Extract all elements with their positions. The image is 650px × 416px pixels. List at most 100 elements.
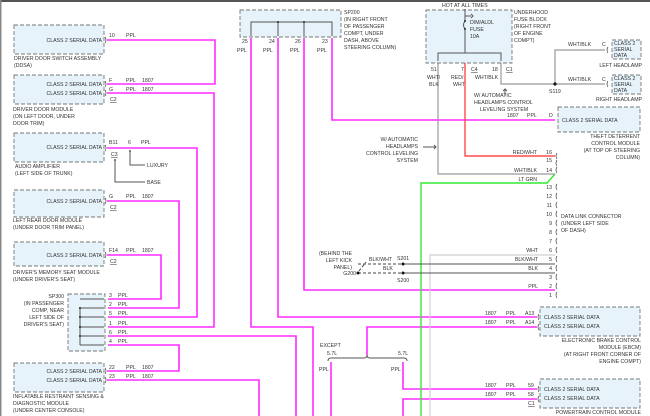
pin-label: B11: [109, 140, 118, 146]
wire-color-label: PPL: [141, 140, 151, 146]
module-ebcm: CLASS 2 SERIAL DATA CLASS 2 SERIAL DATA …: [485, 306, 641, 365]
fuse-block-caption: COMPT): [514, 38, 535, 44]
wire-color-label: WHT: [453, 82, 466, 88]
splice-s119: [553, 82, 557, 86]
pin-label: A13: [525, 311, 534, 317]
ground-link: [358, 261, 367, 272]
pin-label: 8: [549, 230, 552, 236]
signal-label: CLASS 2 SERIAL DATA: [544, 324, 600, 330]
wire-color-label: PPL: [118, 321, 128, 327]
wire-color-label: PPL: [126, 365, 136, 371]
option-label: W/ AUTOMATIC: [474, 93, 512, 99]
wire-color-label: WHT: [526, 248, 539, 254]
option-label: SYSTEM: [397, 158, 418, 164]
pin-label: 24: [269, 39, 275, 45]
pin-label: 5: [109, 311, 112, 317]
pin-label: 51: [431, 67, 437, 73]
pin-label: 18: [492, 67, 498, 73]
pin-label: C: [602, 42, 606, 48]
wire-color-label: WHT/BLK: [475, 75, 499, 81]
splice-pack-sp300: 3 2 5 1 6 4 PPL PPL PPL PPL PPL PPL SP30…: [24, 293, 128, 352]
circuit-label: 1807: [142, 78, 154, 84]
wire-sp200-24-ebcm: [277, 38, 537, 318]
frame-left: [0, 0, 2, 416]
pin-label: 3: [549, 275, 552, 281]
pin-label: 5: [549, 257, 552, 263]
connector-label: C4: [471, 67, 478, 73]
module-caption: INFLATABLE RESTRAINT SENSING &: [13, 394, 104, 400]
pin-label: 7: [549, 239, 552, 245]
arrow-up-icon: [502, 88, 508, 96]
ground-icon: [356, 271, 360, 275]
pin-label: 22: [109, 365, 115, 371]
signal-label: CLASS 2 SERIAL DATA: [46, 253, 102, 259]
signal-label: CLASS 2 SERIAL DATA: [544, 396, 600, 402]
module-caption: (ON LEFT DOOR, UNDER: [13, 114, 75, 120]
wire-color-label: WHT/: [427, 75, 441, 81]
wire-lt-grn: [420, 173, 556, 416]
splice-caption: COMPT, UNDER: [344, 31, 384, 37]
wire-color-label: PPL: [126, 374, 136, 380]
module-caption: CONTROL MODULE: [591, 141, 640, 147]
pin-label: 2: [549, 284, 552, 290]
fuse-label: DIM/ALDL: [470, 20, 494, 26]
connector-ticks: [104, 36, 107, 384]
engine-label: 5.7L: [327, 351, 337, 357]
pin-label: 1: [109, 321, 112, 327]
module-driver-door: CLASS 2 SERIAL DATA CLASS 2 SERIAL DATA …: [13, 74, 154, 127]
wire-color-label: PPL: [319, 367, 329, 373]
wire-color-label: PPL: [317, 48, 327, 54]
signal-label: DATA: [614, 53, 628, 59]
pin-label: 14: [546, 168, 552, 174]
circuit-label: 1807: [507, 113, 519, 119]
ground-caption: (BEHIND THE: [319, 251, 353, 257]
splice-caption: DASH, ABOVE: [344, 38, 379, 44]
headlamps: S119 WHT/BLK C WHT/BLK C CLASS 2 SERIAL …: [474, 39, 643, 113]
pin-label: 9: [549, 221, 552, 227]
ground-caption: PANEL): [334, 265, 353, 271]
splice-caption: LEFT SIDE OF: [29, 315, 64, 321]
wire-color-label: PPL: [391, 367, 401, 373]
wire-color-label: PPL: [126, 87, 136, 93]
module-caption: LEFT REAR DOOR MODULE: [13, 218, 83, 224]
splice-caption: (IN RIGHT FRONT: [344, 17, 389, 23]
circuit-label: 1807: [142, 374, 154, 380]
signal-label: CLASS 2 SERIAL DATA: [562, 118, 618, 124]
except-label: EXCEPT: [320, 343, 342, 349]
circuit-label: 1807: [485, 311, 497, 317]
pin-label: 4: [549, 266, 552, 272]
wire-color-label: BLK/WHT: [515, 257, 539, 263]
connector-label: C3: [111, 152, 118, 158]
module-caption: DOOR TRIM): [13, 121, 45, 127]
module-caption: (AT RIGHT FRONT CORNER OF: [564, 352, 641, 358]
circuit-label: 1807: [142, 365, 154, 371]
module-caption: (UNDER DRIVER'S SEAT): [13, 277, 75, 283]
module-caption: (UNDER DOOR TRIM PANEL): [13, 225, 84, 231]
splice-caption: DRIVER'S SEAT): [24, 322, 65, 328]
fuse-block-caption: OF ENGINE: [514, 31, 543, 37]
module-audio-amplifier: CLASS 2 SERIAL DATA B11 6 PPL C3 LUXURY …: [13, 132, 168, 186]
pin-label: 15: [546, 158, 552, 164]
circuit-label: 1807: [142, 194, 154, 200]
wire-lrdm-sp300-2: [107, 200, 180, 309]
module-caption: (UNDER CENTER CONSOLE): [13, 408, 85, 414]
wire-color-label: PPL: [126, 248, 136, 254]
circuit-label: 1807: [485, 383, 497, 389]
engine-label: 5.7L: [398, 351, 408, 357]
wire-dlc-6-wht: [429, 254, 555, 416]
wire-wht-blk-headlamps: [500, 49, 605, 85]
pin-label: 10: [546, 212, 552, 218]
fuse-label: 10A: [470, 34, 480, 40]
wire-color-label: PPL: [528, 284, 538, 290]
fuse-block-caption: UNDERHOOD: [514, 10, 548, 16]
pin-label: G: [109, 87, 113, 93]
signal-label: CLASS 2 SERIAL DATA: [544, 387, 600, 393]
module-caption: COLUMN): [616, 155, 640, 161]
fuse-block-caption: FUSE BLOCK: [514, 17, 547, 23]
connector-label: C2: [110, 205, 117, 211]
engine-option: EXCEPT 5.7L 5.7L PPL PPL: [319, 343, 408, 373]
signal-label: DATA: [614, 88, 628, 94]
pin-label: 23: [322, 39, 328, 45]
